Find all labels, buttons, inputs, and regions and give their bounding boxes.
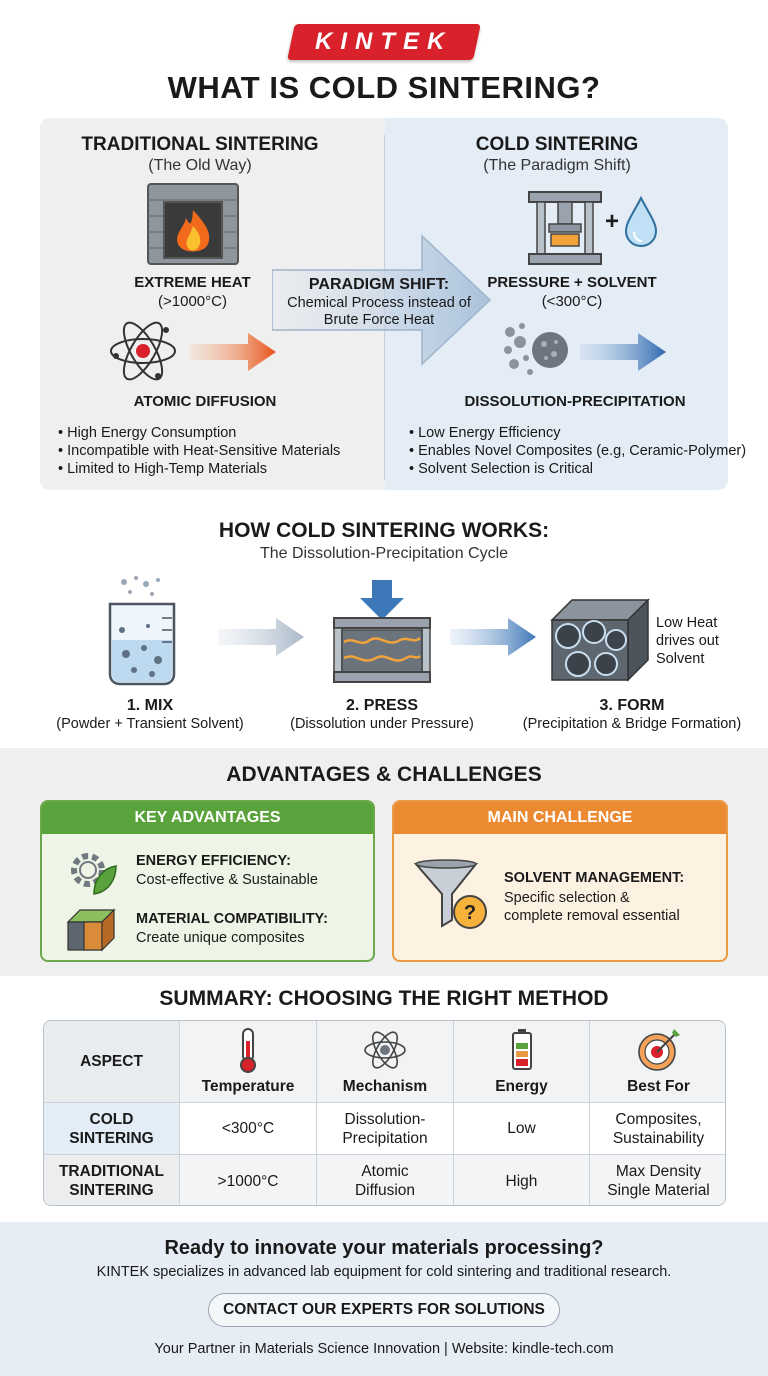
table-cell: Max Density Single Material — [590, 1155, 725, 1205]
extreme-heat-label: EXTREME HEAT — [134, 274, 251, 291]
press-compact-icon — [333, 580, 431, 683]
advantages-title: ADVANTAGES & CHALLENGES — [226, 763, 542, 786]
table-row-cold-label: COLD SINTERING — [44, 1103, 180, 1155]
dissolution-precipitation-label: DISSOLUTION-PRECIPITATION — [464, 393, 686, 410]
challenge-desc-line: complete removal essential — [504, 908, 680, 924]
list-item: Enables Novel Composites (e.g, Ceramic-P… — [409, 442, 768, 460]
step-press-desc: (Dissolution under Pressure) — [290, 716, 474, 732]
challenge-desc-line: Specific selection & — [504, 890, 630, 906]
material-blocks-icon — [66, 908, 116, 952]
step-form-desc: (Precipitation & Bridge Formation) — [522, 716, 742, 732]
logo-text: KINTEK — [315, 28, 453, 55]
pressure-solvent-temp: (<300°C) — [541, 293, 603, 310]
list-item: Solvent Selection is Critical — [409, 460, 768, 478]
beaker-icon — [108, 576, 176, 686]
table-cell: <300°C — [180, 1103, 317, 1155]
summary-title: SUMMARY: CHOOSING THE RIGHT METHOD — [159, 987, 609, 1010]
atomic-diffusion-label: ATOMIC DIFFUSION — [133, 393, 277, 410]
extreme-heat-temp: (>1000°C) — [158, 293, 227, 310]
atom-small-icon — [364, 1031, 406, 1069]
table-cell: Dissolution- Precipitation — [317, 1103, 454, 1155]
step-arrow-icon-1 — [218, 618, 304, 656]
footer-tagline: Your Partner in Materials Science Innova… — [154, 1341, 614, 1357]
step-mix-title: 1. MIX — [126, 697, 174, 714]
page-title: WHAT IS COLD SINTERING? — [167, 70, 601, 105]
advantage-energy-title: ENERGY EFFICIENCY: — [136, 853, 291, 869]
table-header-mechanism: Mechanism — [317, 1021, 454, 1103]
form-note: Low Heat drives out Solvent — [656, 614, 719, 668]
paradigm-shift-title: PARADIGM SHIFT: — [308, 276, 450, 293]
kintek-logo: KINTEK — [287, 24, 481, 60]
solid-block-icon — [550, 598, 650, 682]
how-subtitle: The Dissolution-Precipitation Cycle — [259, 545, 509, 562]
contact-experts-button[interactable]: CONTACT OUR EXPERTS FOR SOLUTIONS — [208, 1293, 560, 1327]
list-item: High Energy Consumption — [58, 424, 378, 442]
battery-icon — [511, 1029, 532, 1070]
funnel-question-icon: ? — [414, 859, 487, 929]
water-drop-icon — [624, 196, 658, 248]
table-cell: Atomic Diffusion — [317, 1155, 454, 1205]
table-row-traditional-label: TRADITIONAL SINTERING — [44, 1155, 180, 1205]
how-title: HOW COLD SINTERING WORKS: — [218, 519, 550, 542]
list-item: Low Energy Efficiency — [409, 424, 768, 442]
step-arrow-icon-2 — [450, 618, 536, 656]
blue-arrow-icon — [580, 333, 666, 371]
header-label: Best For — [627, 1078, 690, 1095]
cold-bullets: Low Energy Efficiency Enables Novel Comp… — [409, 424, 768, 478]
cold-title: COLD SINTERING — [475, 134, 639, 155]
header-label: Temperature — [201, 1078, 295, 1095]
challenge-title: SOLVENT MANAGEMENT: — [504, 870, 685, 886]
particles-icon — [504, 323, 568, 375]
main-challenge-box: MAIN CHALLENGE ? SOLVENT MANAGEMENT: Spe… — [392, 800, 728, 962]
paradigm-shift-body: Chemical Process instead of Brute Force … — [287, 295, 471, 328]
cta-body: KINTEK specializes in advanced lab equip… — [96, 1264, 672, 1280]
table-header-energy: Energy — [454, 1021, 590, 1103]
table-cell: Low — [454, 1103, 590, 1155]
form-note-line: Low Heat — [656, 615, 718, 631]
table-header-best-for: Best For — [590, 1021, 725, 1103]
table-cell: Composites, Sustainability — [590, 1103, 725, 1155]
table-cell: High — [454, 1155, 590, 1205]
target-icon — [637, 1029, 680, 1071]
furnace-icon — [147, 183, 239, 265]
thermometer-icon — [240, 1028, 256, 1073]
gear-leaf-icon — [71, 853, 117, 895]
form-note-line: Solvent — [656, 651, 705, 667]
step-mix-desc: (Powder + Transient Solvent) — [56, 716, 244, 732]
main-challenge-header: MAIN CHALLENGE — [394, 802, 726, 834]
cold-subtitle: (The Paradigm Shift) — [483, 157, 631, 174]
pressure-solvent-label: PRESSURE + SOLVENT — [487, 274, 657, 291]
traditional-bullets: High Energy Consumption Incompatible wit… — [58, 424, 378, 478]
svg-text:?: ? — [464, 902, 476, 924]
traditional-subtitle: (The Old Way) — [148, 157, 252, 174]
plus-icon: + — [605, 208, 620, 235]
list-item: Incompatible with Heat-Sensitive Materia… — [58, 442, 378, 460]
key-advantages-box: KEY ADVANTAGES ENERGY EFFICIENCY: Cost-e… — [40, 800, 375, 962]
press-icon — [528, 191, 602, 265]
table-header-aspect: ASPECT — [44, 1021, 180, 1103]
header-label: Energy — [495, 1078, 548, 1095]
challenge-desc: Specific selection & complete removal es… — [504, 889, 680, 925]
key-advantages-header: KEY ADVANTAGES — [42, 802, 373, 834]
cta-title: Ready to innovate your materials process… — [164, 1237, 604, 1259]
advantage-energy-desc: Cost-effective & Sustainable — [136, 872, 318, 888]
atom-icon — [110, 321, 176, 381]
advantage-compatibility-title: MATERIAL COMPATIBILITY: — [136, 911, 328, 927]
summary-table: ASPECT Temperature Mechanism Energy Best… — [43, 1020, 726, 1206]
traditional-title: TRADITIONAL SINTERING — [81, 134, 319, 155]
header-label: Mechanism — [342, 1078, 428, 1095]
table-header-temperature: Temperature — [180, 1021, 317, 1103]
paradigm-shift-arrow-icon — [272, 234, 492, 366]
orange-arrow-icon — [190, 333, 276, 371]
step-press-title: 2. PRESS — [345, 697, 419, 714]
list-item: Limited to High-Temp Materials — [58, 460, 378, 478]
step-form-title: 3. FORM — [599, 697, 665, 714]
table-cell: >1000°C — [180, 1155, 317, 1205]
form-note-line: drives out — [656, 633, 719, 649]
advantage-compatibility-desc: Create unique composites — [136, 930, 305, 946]
